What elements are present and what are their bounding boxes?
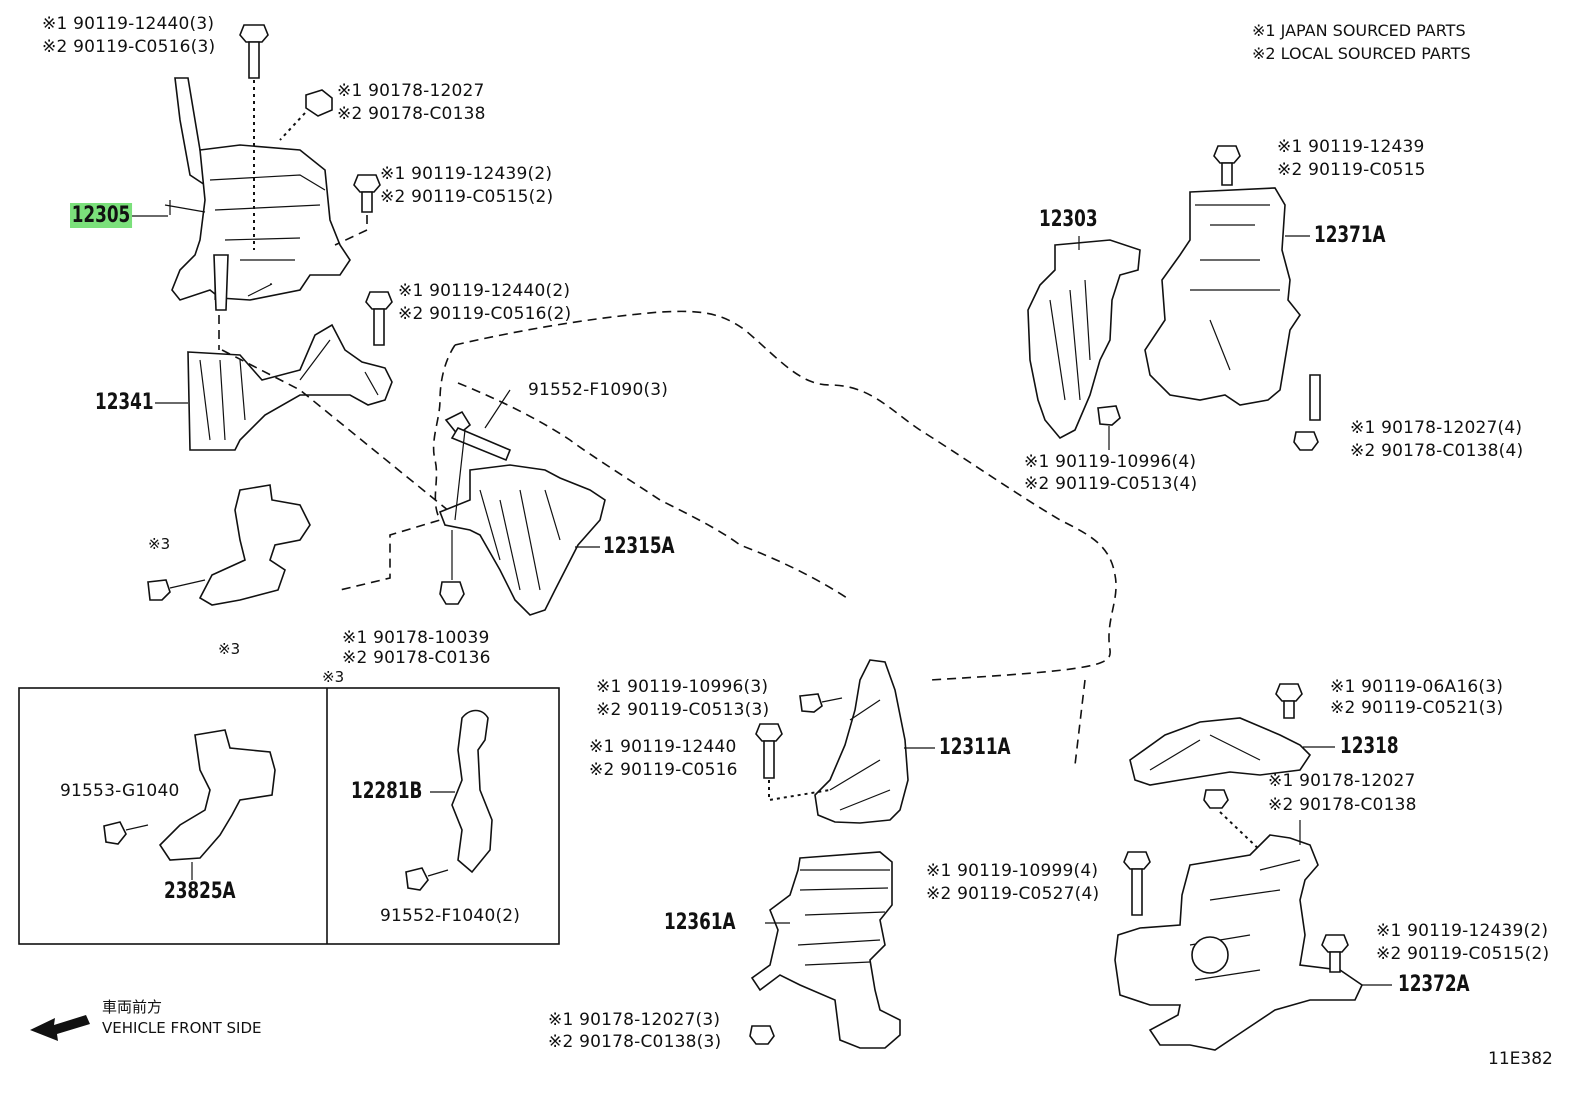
part-12281B-drawing <box>405 709 493 891</box>
label-nut-top-1: ※1 90178-12027 <box>337 81 485 101</box>
direction-en: VEHICLE FRONT SIDE <box>102 1019 262 1037</box>
legend-japan: ※1 JAPAN SOURCED PARTS <box>1252 21 1466 40</box>
label-c-bolt-10996-2: ※2 90119-C0513(3) <box>596 700 770 720</box>
mark3-a: ※3 <box>148 535 171 553</box>
bolt-top-drawing <box>239 24 269 250</box>
br-bolt-10999-drawing <box>1123 851 1151 916</box>
part-12371A-drawing <box>1144 187 1321 421</box>
part-12305-drawing <box>164 77 351 311</box>
label-bolt-f1090: 91552-F1090(3) <box>528 380 669 400</box>
label-nut-top-2: ※2 90178-C0138 <box>337 104 486 124</box>
r-nut-4-drawing <box>1293 431 1319 451</box>
part-number-12281B[interactable]: 12281B <box>351 779 423 804</box>
r-bolt-top-drawing <box>1213 145 1241 186</box>
label-bolt-top-1: ※1 90119-12440(3) <box>42 14 215 34</box>
direction-jp: 車両前方 <box>102 998 163 1016</box>
part-number-12303[interactable]: 12303 <box>1039 207 1098 232</box>
label-bolt-top-2: ※2 90119-C0516(3) <box>42 37 216 57</box>
part-number-12305[interactable]: 12305 <box>70 203 132 228</box>
label-br-bolt-10999-1: ※1 90119-10999(4) <box>926 861 1099 881</box>
label-bolt-mid-2: ※2 90119-C0515(2) <box>380 187 554 207</box>
label-bolt-g1040: 91553-G1040 <box>60 781 180 801</box>
label-br-bolt-12439-1: ※1 90119-12439(2) <box>1376 921 1549 941</box>
label-r-nut-4-1: ※1 90178-12027(4) <box>1350 418 1523 438</box>
label-br-nut-1: ※1 90178-12027 <box>1268 771 1416 791</box>
label-r-bolt-top-1: ※1 90119-12439 <box>1277 137 1425 157</box>
part-number-12361A[interactable]: 12361A <box>664 910 736 935</box>
label-nut-10039-1: ※1 90178-10039 <box>342 628 490 648</box>
label-br-bolt-10999-2: ※2 90119-C0527(4) <box>926 884 1100 904</box>
label-br-bolt-06a16-1: ※1 90119-06A16(3) <box>1330 677 1504 697</box>
label-r-bolt-10996-2: ※2 90119-C0513(4) <box>1024 474 1198 494</box>
nut-10039-drawing <box>439 530 465 605</box>
label-bolt-12341-2: ※2 90119-C0516(2) <box>398 304 572 324</box>
br-nut-drawing <box>1203 789 1266 856</box>
part-number-12305-text: 12305 <box>70 203 132 228</box>
label-r-nut-4-2: ※2 90178-C0138(4) <box>1350 441 1524 461</box>
c-bolt-10996-drawing <box>799 693 843 713</box>
part-12341-drawing <box>187 323 393 451</box>
mark3-b: ※3 <box>218 640 241 658</box>
label-br-bolt-06a16-2: ※2 90119-C0521(3) <box>1330 698 1504 718</box>
br-bolt-12439-drawing <box>1321 934 1349 973</box>
engine-outline <box>339 310 1117 766</box>
part-12318-drawing <box>1129 683 1312 786</box>
part-number-12371A[interactable]: 12371A <box>1314 223 1386 248</box>
part-number-12372A[interactable]: 12372A <box>1398 972 1470 997</box>
part-number-12318[interactable]: 12318 <box>1340 734 1399 759</box>
bolt-f1090-drawing <box>444 410 512 521</box>
part-number-12311A[interactable]: 12311A <box>939 735 1011 760</box>
part-number-23825A[interactable]: 23825A <box>164 879 236 904</box>
label-nut-10039-2: ※2 90178-C0136 <box>342 648 491 668</box>
c-bolt-12440-drawing <box>755 723 831 802</box>
front-arrow-icon <box>30 1015 90 1041</box>
bolt-mid-drawing <box>334 174 381 246</box>
part-number-12341[interactable]: 12341 <box>95 390 154 415</box>
bolt-12341-drawing <box>365 291 393 346</box>
figure-id: 11E382 <box>1488 1049 1553 1069</box>
mark3-box: ※3 <box>322 668 345 686</box>
label-bolt-f1040: 91552-F1040(2) <box>380 906 521 926</box>
part-12372A-drawing <box>1114 820 1364 1051</box>
label-r-bolt-10996-1: ※1 90119-10996(4) <box>1024 452 1197 472</box>
label-br-bolt-12439-2: ※2 90119-C0515(2) <box>1376 944 1550 964</box>
inset-box <box>18 687 560 945</box>
label-br-nut-2: ※2 90178-C0138 <box>1268 795 1417 815</box>
leader-lines <box>132 215 1392 986</box>
part-12303-drawing <box>1027 239 1141 450</box>
part-23825A-drawing <box>103 729 276 861</box>
label-bolt-12341-1: ※1 90119-12440(2) <box>398 281 571 301</box>
label-c-nut-3-2: ※2 90178-C0138(3) <box>548 1032 722 1052</box>
label-c-bolt-10996-1: ※1 90119-10996(3) <box>596 677 769 697</box>
label-r-bolt-top-2: ※2 90119-C0515 <box>1277 160 1426 180</box>
nut-top-drawing <box>279 89 333 141</box>
part-12311A-drawing <box>814 659 909 824</box>
label-c-nut-3-1: ※1 90178-12027(3) <box>548 1010 721 1030</box>
label-bolt-mid-1: ※1 90119-12439(2) <box>380 164 553 184</box>
label-c-bolt-12440-1: ※1 90119-12440 <box>589 737 737 757</box>
guide-parts-drawing <box>147 484 311 606</box>
legend-local: ※2 LOCAL SOURCED PARTS <box>1252 44 1471 63</box>
label-c-bolt-12440-2: ※2 90119-C0516 <box>589 760 738 780</box>
link-12341-12315A <box>221 349 461 521</box>
part-number-12315A[interactable]: 12315A <box>603 534 675 559</box>
part-12315A-drawing <box>438 464 606 616</box>
part-12361A-drawing <box>749 851 901 1049</box>
